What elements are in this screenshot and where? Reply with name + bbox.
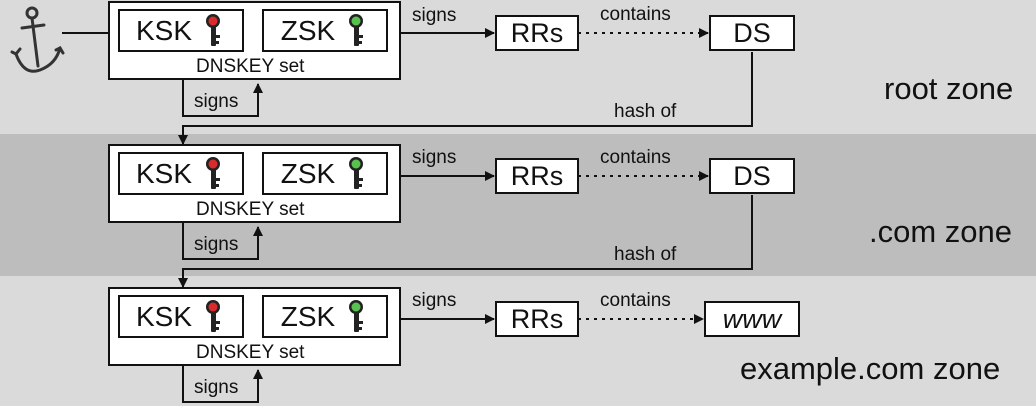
zsk-box-example: ZSK — [262, 295, 388, 338]
rrs-box-root: RRs — [495, 15, 579, 51]
rrs-label: RRs — [510, 17, 564, 48]
signs-rrs-label: signs — [412, 5, 457, 26]
zone-label-com: .com zone — [869, 214, 1013, 249]
self-sign-loop-example — [182, 366, 263, 403]
ksk-label: KSK — [135, 14, 193, 46]
key-icon — [202, 13, 226, 49]
dnskey-set-label: DNSKEY set — [196, 342, 305, 363]
ds-box-root: DS — [709, 15, 795, 51]
www-label: www — [722, 303, 782, 334]
ksk-label: KSK — [135, 300, 193, 332]
zone-label-root: root zone — [884, 71, 1014, 106]
zsk-label: ZSK — [280, 14, 336, 46]
rrs-label: RRs — [510, 303, 564, 334]
zsk-label: ZSK — [280, 300, 336, 332]
key-icon — [345, 299, 369, 335]
self-sign-loop-root — [182, 80, 263, 117]
hash-of-label: hash of — [614, 101, 677, 122]
hash-line-root — [178, 52, 753, 145]
signs-self-label: signs — [194, 234, 239, 255]
contains-label: contains — [600, 290, 671, 311]
www-box-example: www — [704, 301, 800, 337]
key-icon — [202, 299, 226, 335]
contains-label: contains — [600, 147, 671, 168]
dnskey-set-label: DNSKEY set — [196, 199, 305, 220]
ksk-box-example: KSK — [118, 295, 244, 338]
signs-self-label: signs — [194, 377, 239, 398]
key-icon — [345, 13, 369, 49]
rrs-label: RRs — [510, 160, 564, 191]
signs-rrs-label: signs — [412, 147, 457, 168]
hash-line-com — [178, 195, 753, 288]
self-sign-loop-com — [182, 223, 263, 260]
key-icon — [202, 156, 226, 192]
zsk-box-com: ZSK — [262, 152, 388, 195]
signs-rrs-label: signs — [412, 290, 457, 311]
zsk-label: ZSK — [280, 157, 336, 189]
dnskey-set-label: DNSKEY set — [196, 56, 305, 77]
anchor-icon — [10, 6, 65, 73]
hash-of-label: hash of — [614, 244, 677, 265]
ksk-box-com: KSK — [118, 152, 244, 195]
signs-self-label: signs — [194, 91, 239, 112]
ksk-box-root: KSK — [118, 9, 244, 52]
key-icon — [345, 156, 369, 192]
rrs-box-example: RRs — [495, 301, 579, 337]
ds-box-com: DS — [709, 158, 795, 194]
zsk-box-root: ZSK — [262, 9, 388, 52]
contains-label: contains — [600, 4, 671, 25]
zone-label-example: example.com zone — [740, 351, 1001, 386]
rrs-box-com: RRs — [495, 158, 579, 194]
ksk-label: KSK — [135, 157, 193, 189]
ds-label: DS — [733, 160, 771, 191]
ds-label: DS — [733, 17, 771, 48]
